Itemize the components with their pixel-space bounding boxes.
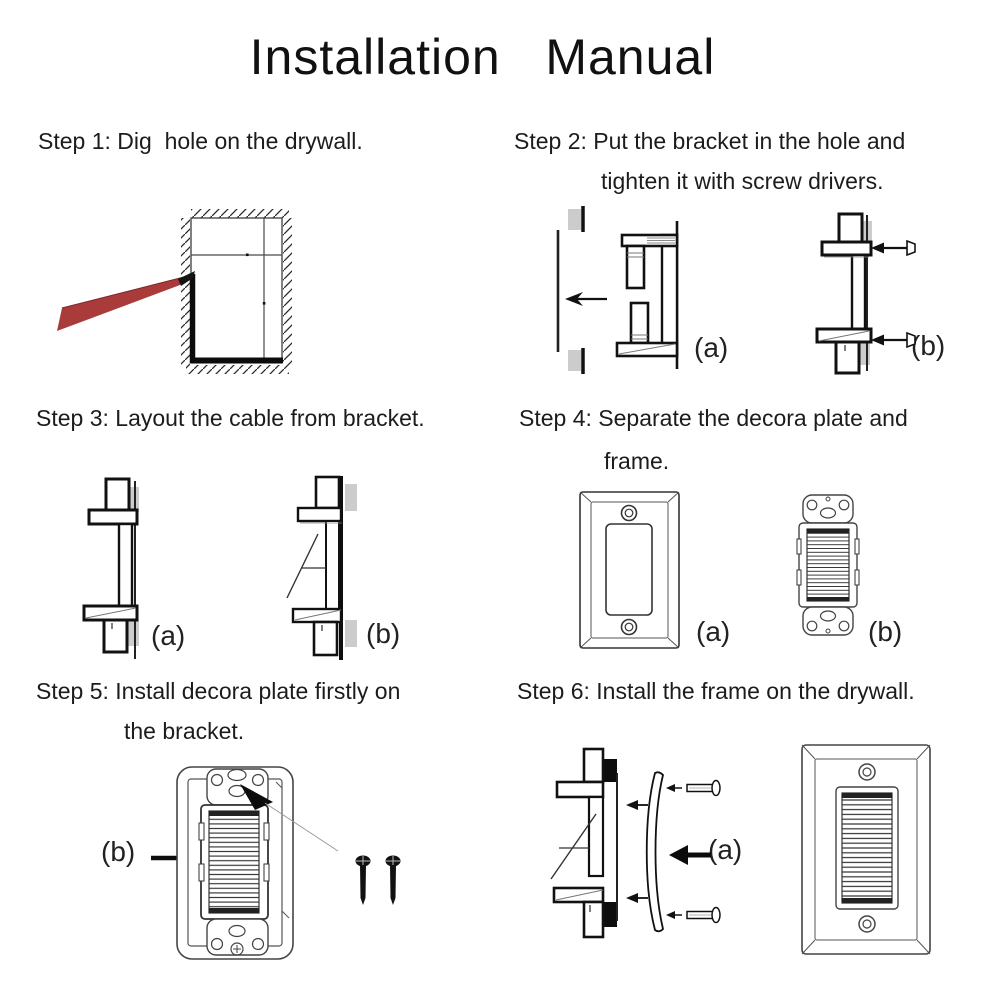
step4-label-a: (a) [696,616,731,647]
drywall-hatch-border [181,209,292,374]
pointer-arrow-a [669,845,711,865]
wall-cross-section [556,206,585,374]
step4-caption-line1: Step 4: Separate the decora plate and [519,405,908,431]
hole-outline [190,217,283,364]
score-mark [246,253,249,257]
step4-label-b: (b) [868,616,903,647]
arrow-left-icon [565,292,607,306]
step2-figure-bracket-insertion [556,206,916,375]
bracket-side-view-b [815,212,873,375]
step6-label-a: (a) [708,834,743,865]
callout-arrowhead [240,784,339,852]
page-title: Installation Manual [249,29,716,85]
brush-bristles [208,810,260,914]
cable-line [286,533,319,599]
step5-caption-line1: Step 5: Install decora plate firstly on [36,678,401,704]
step1-figure-drywall-hole [57,209,292,374]
cut-edge-thick [189,274,283,364]
step2-caption-line2: tighten it with screw drivers. [601,168,884,194]
step3-figure-cable-layout [82,475,357,660]
brush-bristles [841,792,893,904]
screw-hole [858,915,876,933]
mounted-bracket-a [82,477,139,659]
step6-caption: Step 6: Install the frame on the drywall… [517,678,915,704]
screw-hole [620,504,638,522]
bracket-with-cable-b [286,475,357,660]
small-arrow-left-bottom [626,893,648,903]
mounting-screws [355,855,401,905]
step3-label-a: (a) [151,620,186,651]
frame-screw-bottom [666,906,721,924]
screw-arrow-icon-top [871,239,916,257]
wall-plate-front-a [579,491,680,649]
cable-line [550,813,597,880]
step1-caption: Step 1: Dig hole on the drywall. [38,128,363,154]
step2-label-a: (a) [694,332,729,363]
step3-caption: Step 3: Layout the cable from bracket. [36,405,425,431]
finished-plate-front [801,744,931,955]
bracket-in-wall-side [550,747,618,939]
step5-figure-plate-on-bracket [151,766,401,960]
step2-caption-line1: Step 2: Put the bracket in the hole and [514,128,906,154]
step3-label-b: (b) [366,618,401,649]
step6-figure-frame-install [550,744,931,955]
brush-insert-front-b [796,494,860,636]
step5-caption-line2: the bracket. [124,718,245,744]
brush-insert-on-bracket [198,768,270,956]
step4-figure-plate-and-frame [579,491,860,649]
bracket-side-view-a [615,221,679,369]
brush-bristles [806,528,850,602]
frame-side-profile [645,771,664,933]
step2-label-b: (b) [911,330,946,361]
screw-hole [858,763,876,781]
small-arrow-left-top [626,800,648,810]
score-mark [262,302,266,305]
screw-hole [620,618,638,636]
step4-caption-line2: frame. [604,448,670,474]
frame-screw-top [666,779,721,797]
step5-label-b: (b) [101,836,136,867]
utility-knife-icon [57,271,195,331]
screw-arrow-icon-bottom [871,331,916,349]
